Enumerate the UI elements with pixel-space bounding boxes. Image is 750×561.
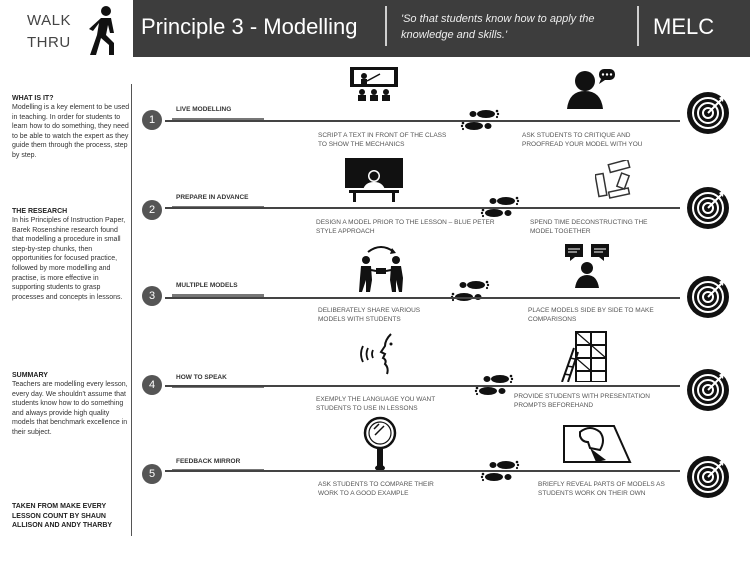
target-arrow-icon [685, 185, 731, 231]
target-arrow-icon [685, 90, 731, 136]
step-number-badge: 4 [142, 375, 162, 395]
step-4-right-caption: PROVIDE STUDENTS WITH PRESENTATION PROMP… [514, 393, 650, 409]
research-section: THE RESEARCH In his Principles of Instru… [12, 208, 130, 302]
what-heading: WHAT IS IT? [12, 95, 54, 102]
research-heading: THE RESEARCH [12, 208, 68, 215]
target-arrow-icon [685, 367, 731, 413]
step-title: HOW TO SPEAK [176, 374, 227, 381]
source-text: TAKEN FROM MAKE EVERY LESSON COUNT BY SH… [12, 503, 113, 530]
research-text: In his Principles of Instruction Paper, … [12, 217, 126, 301]
walking-person-icon [89, 6, 114, 55]
step-underline [172, 118, 264, 121]
people-exchanging-icon [359, 246, 403, 292]
comparison-boards-icon [565, 244, 609, 288]
step-title: LIVE MODELLING [176, 106, 232, 113]
sidebar-divider [131, 84, 132, 536]
step-4-left-caption: EXEMPLY THE LANGUAGE YOU WANT STUDENTS T… [316, 396, 436, 412]
summary-text: Teachers are modelling every lesson, eve… [12, 381, 128, 436]
step-row-5: 5 FEEDBACK MIRROR [140, 410, 750, 488]
speaking-face-icon [360, 333, 393, 375]
row-divider-line [165, 385, 680, 387]
step-title: PREPARE IN ADVANCE [176, 194, 249, 201]
header-divider [637, 6, 639, 46]
row-divider-line [165, 297, 680, 299]
step-row-3: 3 MULTIPLE MODELS [140, 236, 750, 314]
target-arrow-icon [685, 274, 731, 320]
step-number-badge: 1 [142, 110, 162, 130]
row-divider-line [165, 470, 680, 472]
source-section: TAKEN FROM MAKE EVERY LESSON COUNT BY SH… [12, 502, 130, 531]
header-divider [385, 6, 387, 46]
step-title: FEEDBACK MIRROR [176, 458, 241, 465]
summary-section: SUMMARY Teachers are modelling every les… [12, 372, 130, 438]
what-text: Modelling is a key element to be used in… [12, 104, 130, 159]
step-underline [172, 294, 264, 297]
walk-thru-label: WALK THRU [27, 10, 71, 54]
page-title: Principle 3 - Modelling [141, 14, 358, 39]
step-2-right-caption: SPEND TIME DECONSTRUCTING THE MODEL TOGE… [530, 219, 648, 235]
step-3-left-caption: DELIBERATELY SHARE VARIOUS MODELS WITH S… [318, 307, 421, 323]
scaffolding-icon [561, 331, 607, 382]
brand-label: MELC [653, 14, 715, 39]
header-quote: 'So that students know how to apply the … [401, 13, 595, 41]
step-3-right-caption: PLACE MODELS SIDE BY SIDE TO MAKE COMPAR… [528, 307, 654, 323]
teacher-presenting-icon [350, 67, 398, 101]
walk-thru-badge: WALK THRU [0, 0, 133, 62]
row-divider-line [165, 120, 680, 122]
step-number-badge: 5 [142, 464, 162, 484]
step-row-4: 4 HOW TO SPEAK [140, 322, 750, 400]
pieces-deconstructed-icon [595, 160, 631, 199]
person-at-desk-icon [345, 158, 403, 202]
partial-reveal-icon [563, 425, 632, 463]
step-1-right-caption: ASK STUDENTS TO CRITIQUE AND PROOFREAD Y… [522, 132, 643, 148]
hand-mirror-icon [363, 416, 397, 471]
step-5-left-caption: ASK STUDENTS TO COMPARE THEIR WORK TO A … [318, 481, 434, 497]
summary-heading: SUMMARY [12, 372, 48, 379]
step-title: MULTIPLE MODELS [176, 282, 238, 289]
step-underline [172, 385, 264, 388]
walk-label: WALK [27, 12, 71, 29]
step-number-badge: 2 [142, 200, 162, 220]
step-5-right-caption: BRIEFLY REVEAL PARTS OF MODELS AS STUDEN… [538, 481, 665, 497]
step-row-2: 2 PREPARE IN ADVANCE [140, 150, 750, 228]
step-2-left-caption: DESIGN A MODEL PRIOR TO THE LESSON – BLU… [316, 219, 495, 235]
step-number-badge: 3 [142, 286, 162, 306]
what-is-it-section: WHAT IS IT? Modelling is a key element t… [12, 95, 130, 161]
header-bar: Principle 3 - Modelling 'So that student… [133, 0, 750, 57]
step-row-1: 1 LIVE MODELLING [140, 62, 750, 140]
step-1-left-caption: SCRIPT A TEXT IN FRONT OF THE CLASS TO S… [318, 132, 447, 148]
person-speech-bubble-icon [567, 69, 615, 109]
footsteps-icon [450, 278, 490, 304]
row-divider-line [165, 207, 680, 209]
target-arrow-icon [685, 454, 731, 500]
thru-label: THRU [27, 34, 71, 51]
